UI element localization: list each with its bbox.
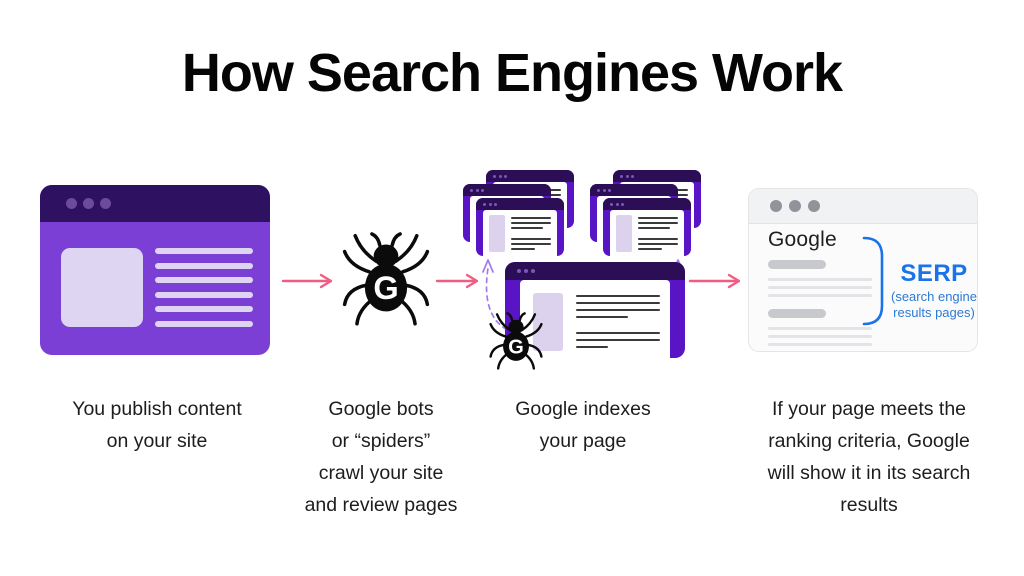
window-dot-icon: [789, 200, 801, 212]
window-control-dots: [613, 170, 701, 182]
window-control-dots: [590, 184, 678, 196]
content-text-placeholder: [155, 248, 253, 335]
window-dot-icon: [808, 200, 820, 212]
window-control-dots: [463, 184, 551, 196]
search-results-placeholder: [768, 260, 872, 351]
window-dot-icon: [770, 200, 782, 212]
flow-arrow-icon: [688, 273, 741, 289]
serp-label: SERP: [900, 260, 968, 287]
result-title-placeholder: [768, 309, 826, 318]
flow-arrow-icon: [281, 273, 333, 289]
google-g-letter: G: [508, 336, 524, 358]
google-bot-spider-icon: G: [342, 232, 430, 326]
google-g-letter: G: [373, 270, 398, 306]
result-title-placeholder: [768, 260, 826, 269]
window-dot-icon: [100, 198, 111, 209]
indexed-page-window: [476, 198, 564, 256]
window-control-dots: [476, 198, 564, 210]
window-dot-icon: [83, 198, 94, 209]
content-text-placeholder: [576, 295, 660, 353]
window-control-dots: [505, 262, 685, 280]
window-control-dots: [486, 170, 574, 182]
published-site-window: [40, 185, 270, 355]
google-bot-spider-icon: G: [489, 312, 543, 370]
window-control-dots: [40, 185, 270, 222]
page-title: How Search Engines Work: [181, 43, 843, 103]
content-image-placeholder: [533, 293, 563, 351]
content-image-placeholder: [61, 248, 143, 327]
flow-arrow-icon: [435, 273, 479, 289]
crawled-page-window: [505, 262, 685, 358]
google-logo: Google: [768, 228, 837, 251]
step-caption-publish: You publish content on your site: [72, 398, 242, 452]
indexed-page-window: [603, 198, 691, 256]
step-caption-rank: If your page meets the ranking criteria,…: [767, 398, 971, 516]
window-control-dots: [749, 189, 977, 224]
step-caption-index: Google indexes your page: [515, 398, 651, 452]
window-dot-icon: [66, 198, 77, 209]
step-caption-crawl: Google bots or “spiders” crawl your site…: [304, 398, 458, 516]
window-control-dots: [603, 198, 691, 210]
serp-sublabel: (search engine results pages): [891, 289, 977, 320]
